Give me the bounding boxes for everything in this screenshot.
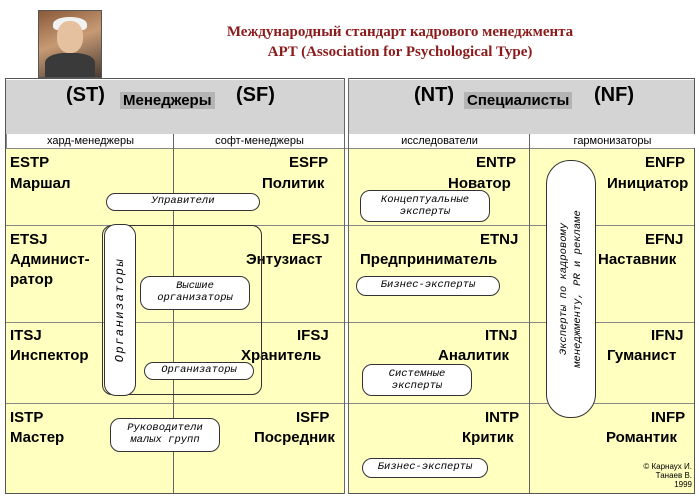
type-name-marshal: Маршал — [10, 175, 71, 192]
organizers-vertical-pill: Организаторы — [104, 224, 136, 396]
type-code-estp: ESTP — [10, 154, 50, 171]
organizatory-pill: Организаторы — [144, 362, 254, 380]
type-name-inspektor: Инспектор — [10, 347, 89, 364]
type-code-itsj: ITSJ — [10, 327, 42, 344]
portrait-photo — [38, 10, 102, 78]
type-code-ifsj: IFSJ — [297, 327, 329, 344]
type-code-intp: INTP — [485, 409, 520, 426]
title-line-2: APT (Association for Psychological Type) — [267, 44, 533, 60]
vysshie-label-2: организаторы — [157, 292, 233, 304]
type-name-iniciator: Инициатор — [607, 175, 689, 192]
type-code-esfp: ESFP — [289, 154, 329, 171]
organizatory-label: Организаторы — [161, 364, 237, 376]
nt-label: (NT) — [414, 84, 454, 106]
vysshie-label-1: Высшие — [176, 280, 214, 292]
konceptualnye-label-1: Концептуальные — [380, 194, 470, 206]
managers-label: Менеджеры — [120, 92, 215, 109]
type-name-master: Мастер — [10, 429, 65, 446]
sistemnye-label-1: Системные — [388, 368, 446, 380]
biznes-eksperty-label-1: Бизнес-эксперты — [380, 279, 476, 291]
st-label: (ST) — [66, 84, 105, 106]
vysshie-organizatory-pill: Высшие организаторы — [140, 276, 250, 310]
subheader-hard-managers: хард-менеджеры — [6, 134, 174, 148]
type-name-romantik: Романтик — [606, 429, 677, 446]
table-frame — [5, 78, 695, 494]
subheader-researchers: исследователи — [348, 134, 530, 148]
copyright: © Карнаух И. Танаев В. 1999 — [600, 462, 692, 489]
copyright-line-2: Танаев В. — [655, 471, 692, 480]
type-code-enfp: ENFP — [645, 154, 686, 171]
type-code-entp: ENTP — [476, 154, 517, 171]
type-code-etsj: ETSJ — [10, 231, 48, 248]
title-line-1: Международный стандарт кадрового менеджм… — [226, 24, 574, 40]
sf-label: (SF) — [236, 84, 275, 106]
type-code-isfp: ISFP — [296, 409, 330, 426]
type-code-itnj: ITNJ — [485, 327, 518, 344]
biznes-eksperty-pill-2: Бизнес-эксперты — [362, 458, 488, 478]
type-name-administrator-1: Админист- — [10, 251, 90, 268]
type-code-ifnj: IFNJ — [651, 327, 684, 344]
eksperty-vertical-label-2: менеджменту, PR и рекламе — [572, 210, 584, 368]
eksperty-vertical-label-1: Эксперты по кадровому — [558, 222, 570, 356]
type-name-posrednik: Посредник — [254, 429, 335, 446]
type-name-kritik: Критик — [462, 429, 514, 446]
type-name-predprinimatel: Предприниматель — [360, 251, 498, 268]
type-code-istp: ISTP — [10, 409, 44, 426]
rukovoditeli-pill: Руководители малых групп — [110, 418, 220, 452]
biznes-eksperty-label-2: Бизнес-эксперты — [377, 461, 473, 473]
biznes-eksperty-pill-1: Бизнес-эксперты — [356, 276, 500, 296]
type-name-entuziast: Энтузиаст — [246, 251, 323, 268]
type-name-novator: Новатор — [448, 175, 511, 192]
konceptualnye-pill: Концептуальные эксперты — [360, 190, 490, 222]
sistemnye-pill: Системные эксперты — [362, 364, 472, 396]
konceptualnye-label-2: эксперты — [399, 206, 451, 218]
eksperty-vertical-pill: Эксперты по кадровому менеджменту, PR и … — [546, 160, 596, 418]
type-name-politik: Политик — [262, 175, 325, 192]
copyright-line-3: 1999 — [674, 480, 692, 489]
type-name-gumanist: Гуманист — [607, 347, 677, 364]
type-code-etnj: ETNJ — [480, 231, 519, 248]
center-gap — [344, 78, 348, 494]
type-name-nastavnik: Наставник — [598, 251, 677, 268]
nf-label: (NF) — [594, 84, 634, 106]
subheader-soft-managers: софт-менеджеры — [173, 134, 345, 148]
type-code-efnj: EFNJ — [645, 231, 684, 248]
organizers-vertical-label: Организаторы — [113, 257, 127, 363]
upraviteli-pill: Управители — [106, 193, 260, 211]
type-name-analitik: Аналитик — [438, 347, 510, 364]
copyright-line-1: © Карнаух И. — [643, 462, 692, 471]
rukovoditeli-label-1: Руководители — [127, 422, 203, 434]
type-name-administrator-2: ратор — [10, 271, 53, 288]
sistemnye-label-2: эксперты — [391, 380, 443, 392]
upraviteli-label: Управители — [151, 195, 215, 207]
rukovoditeli-label-2: малых групп — [130, 434, 200, 446]
subheader-harmonizers: гармонизаторы — [529, 134, 695, 148]
organizers-region — [102, 225, 262, 395]
specialists-label: Специалисты — [464, 92, 573, 109]
type-code-efsj: EFSJ — [292, 231, 330, 248]
type-code-infp: INFP — [651, 409, 686, 426]
